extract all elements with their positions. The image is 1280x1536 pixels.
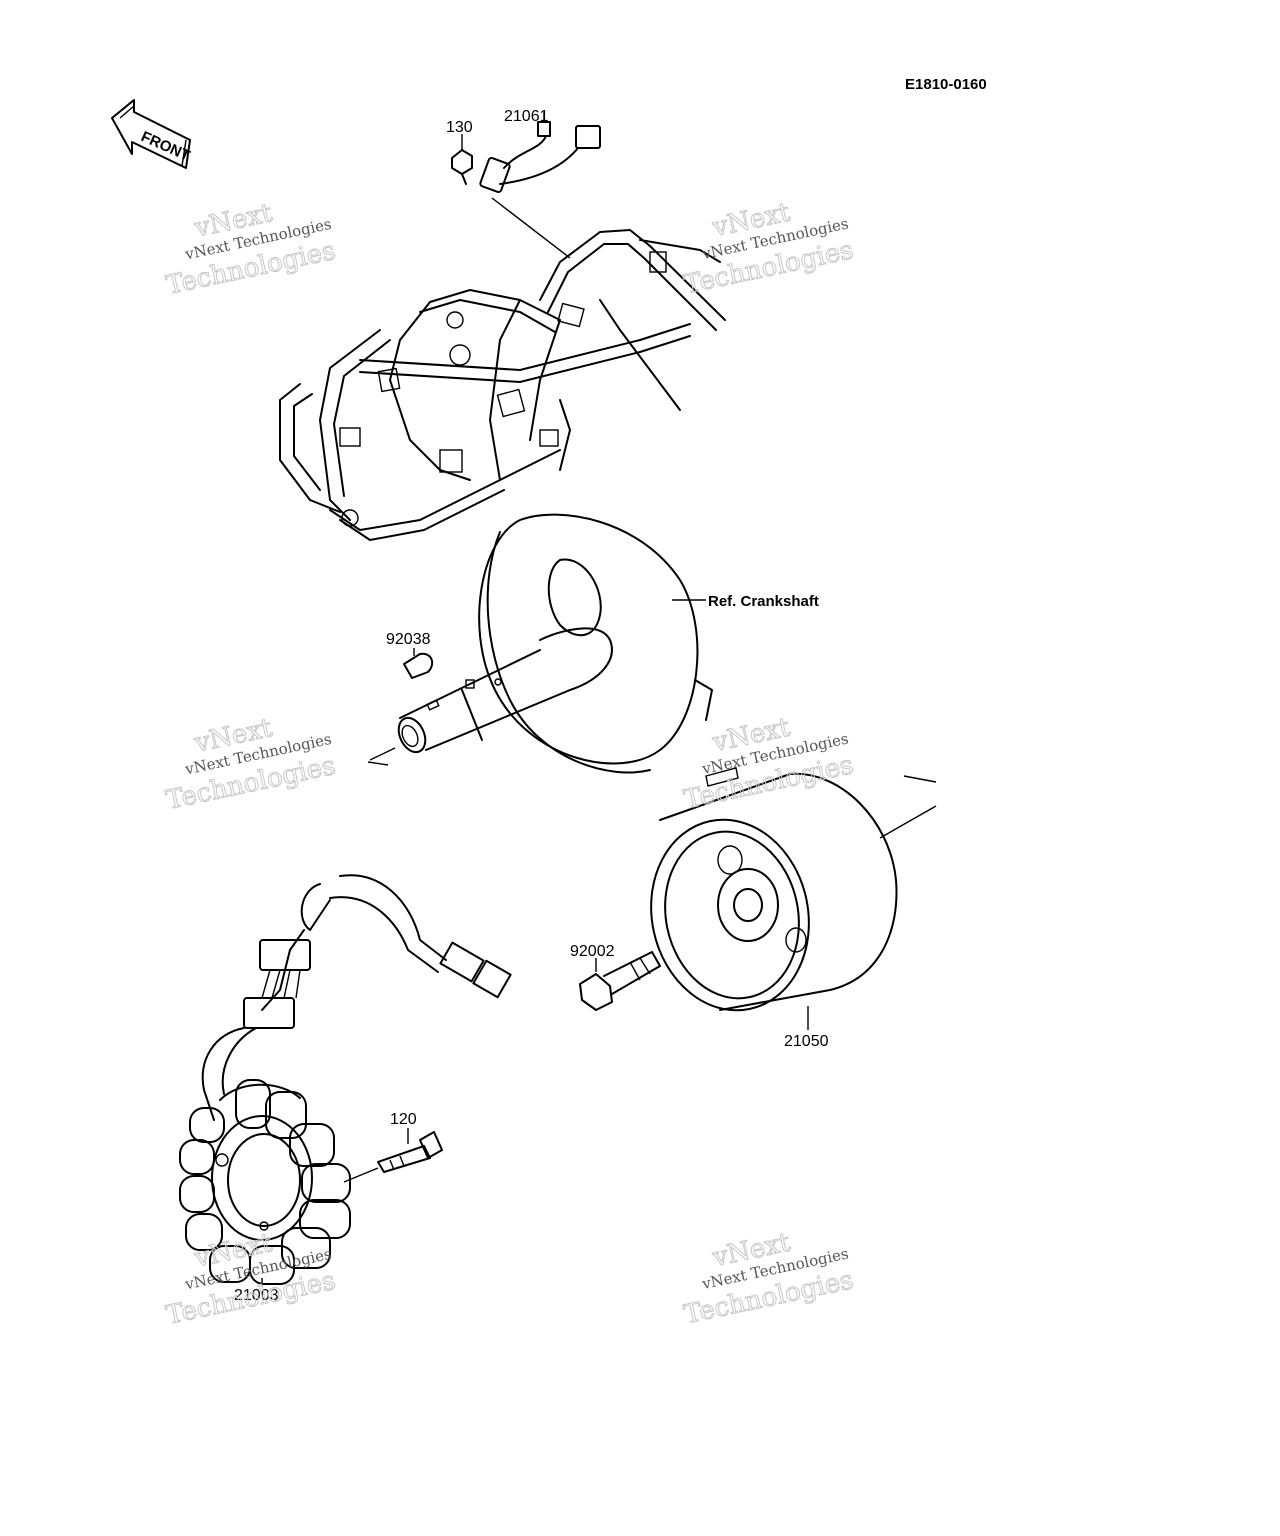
callout-21061: 21061 — [504, 108, 549, 125]
watermark-3: vNext vNext Technologies Technologies — [163, 713, 339, 817]
watermark-1: vNext vNext Technologies Technologies — [163, 198, 339, 302]
bolt-130-icon — [451, 134, 473, 185]
watermark-2: vNext vNext Technologies Technologies — [681, 197, 857, 301]
callout-21003: 21003 — [234, 1287, 279, 1304]
key-92038-icon — [403, 648, 434, 679]
watermark-6: vNext vNext Technologies Technologies — [681, 1227, 857, 1331]
watermark-4: vNext vNext Technologies Technologies — [681, 712, 857, 816]
callout-ref-crankshaft: Ref. Crankshaft — [708, 593, 819, 610]
screw-120-icon — [343, 1128, 443, 1183]
drawing-code: E1810-0160 — [905, 76, 987, 93]
bolt-92002-icon — [579, 951, 661, 1011]
rotor-21050-icon — [650, 767, 937, 1030]
frame-icon — [279, 229, 726, 541]
crankshaft-icon — [367, 513, 713, 774]
callout-130: 130 — [446, 119, 473, 136]
harness-21061-icon — [479, 112, 601, 259]
callout-120: 120 — [390, 1111, 417, 1128]
stator-21003-icon — [179, 874, 512, 1286]
front-arrow-icon: FRONT — [111, 99, 192, 169]
callout-21050: 21050 — [784, 1033, 829, 1050]
callout-92002: 92002 — [570, 943, 615, 960]
callout-92038: 92038 — [386, 631, 431, 648]
watermark-5: vNext vNext Technologies Technologies — [163, 1228, 339, 1332]
